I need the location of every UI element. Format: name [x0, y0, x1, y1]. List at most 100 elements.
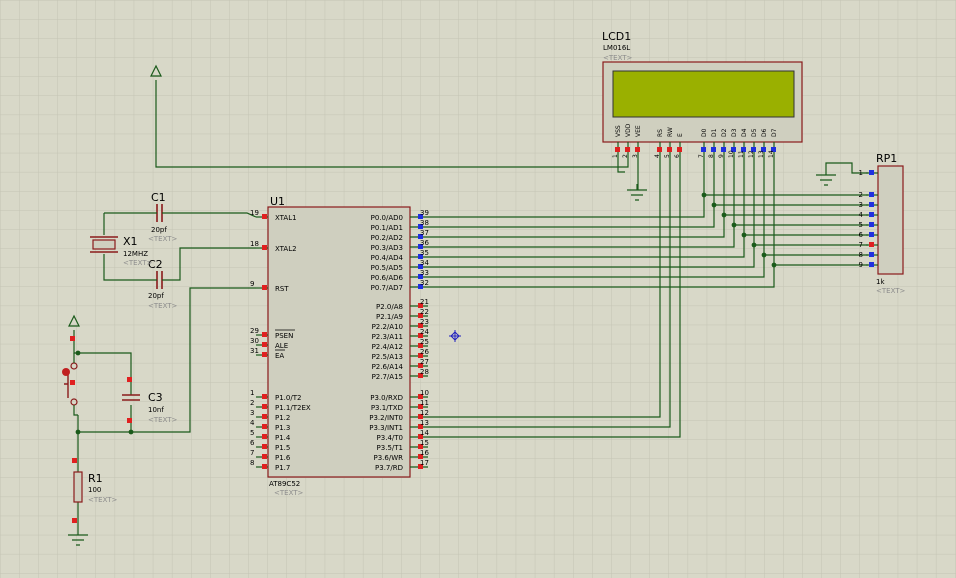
rp1-pin[interactable]: 3	[859, 201, 878, 209]
pin-marker	[418, 254, 423, 259]
pin-name: P2.5/A13	[372, 353, 403, 361]
lcd-pin[interactable]: 4RS	[654, 129, 664, 158]
rp1-pin[interactable]: 6	[859, 231, 878, 239]
pin-number: 38	[420, 219, 429, 227]
pin-number: 8	[250, 459, 254, 467]
rp1-pin[interactable]: 7	[859, 241, 878, 249]
pin-number: 31	[250, 347, 259, 355]
mcu-pin-left[interactable]: 7P1.6	[250, 449, 291, 462]
pin-number: 7	[698, 154, 705, 158]
ground-rp1-icon[interactable]	[816, 174, 836, 186]
pin-name: P0.7/AD7	[371, 284, 403, 292]
mcu-pin-left[interactable]: 3P1.2	[250, 409, 290, 422]
reset-button-indicator	[62, 368, 70, 376]
pin-marker	[262, 404, 267, 409]
mcu-u1[interactable]: U1 AT89C52 <TEXT> 19XTAL118XTAL29RST29PS…	[250, 195, 429, 497]
pin-name: PSEN	[275, 332, 293, 340]
pin-marker	[869, 242, 874, 247]
reset-button[interactable]	[62, 336, 78, 416]
mcu-pin-left[interactable]: 8P1.7	[250, 459, 290, 472]
power-terminal-reset-icon[interactable]	[68, 314, 80, 327]
pin-name: P3.6/WR	[374, 454, 404, 462]
pin-number: 1	[612, 154, 619, 158]
pin-number: 16	[420, 449, 429, 457]
mcu-pin-left[interactable]: 2P1.1/T2EX	[250, 399, 311, 412]
ground-r1-icon[interactable]	[68, 534, 88, 546]
lcd-pin[interactable]: 8D1	[708, 128, 718, 158]
lcd-pin[interactable]: 5RW	[664, 127, 674, 158]
rp1-pin[interactable]: 2	[859, 191, 878, 199]
lcd-screen	[612, 70, 795, 118]
lcd-pin[interactable]: 6E	[674, 133, 684, 158]
pin-number: 11	[420, 399, 429, 407]
x1-body[interactable]	[92, 239, 116, 250]
mcu-body[interactable]	[267, 206, 411, 478]
lcd-pin[interactable]: 9D2	[718, 128, 728, 158]
crystal-x1[interactable]: X1 12MHZ <TEXT>	[90, 235, 153, 267]
capacitor-c2[interactable]: C2 20pf <TEXT>	[148, 258, 178, 310]
r1-body[interactable]	[73, 471, 83, 503]
pin-marker	[418, 214, 423, 219]
power-terminal-icon[interactable]	[150, 64, 162, 77]
resistor-r1[interactable]: R1 100 <TEXT>	[72, 458, 118, 523]
rp1-pin[interactable]: 1	[859, 169, 878, 177]
rp1-pin[interactable]: 5	[859, 221, 878, 229]
rp1-body[interactable]	[877, 165, 904, 275]
pin-name: P3.2/INT0	[369, 414, 403, 422]
rp1-pin[interactable]: 4	[859, 211, 878, 219]
ground-lcd-icon[interactable]	[627, 184, 647, 201]
mcu-pin-left[interactable]: 4P1.3	[250, 419, 290, 432]
mcu-pin-left[interactable]: 5P1.4	[250, 429, 291, 442]
capacitor-c1[interactable]: C1 20pf <TEXT>	[148, 191, 178, 243]
mcu-pin-left[interactable]: 1P1.0/T2	[250, 389, 301, 402]
lcd-lcd1[interactable]: LCD1 LM016L <TEXT> 1VSS2VDD3VEE4RS5RW6E7…	[602, 30, 803, 158]
mcu-pin-left[interactable]: 6P1.5	[250, 439, 290, 452]
pin-marker	[418, 373, 423, 378]
capacitor-c3[interactable]: C3 10nf <TEXT>	[122, 377, 178, 424]
lcd-pin[interactable]: 7D0	[698, 128, 708, 158]
c3-plates[interactable]	[122, 394, 140, 401]
rp1-pin[interactable]: 9	[859, 261, 878, 269]
rp1-pin[interactable]: 8	[859, 251, 878, 259]
